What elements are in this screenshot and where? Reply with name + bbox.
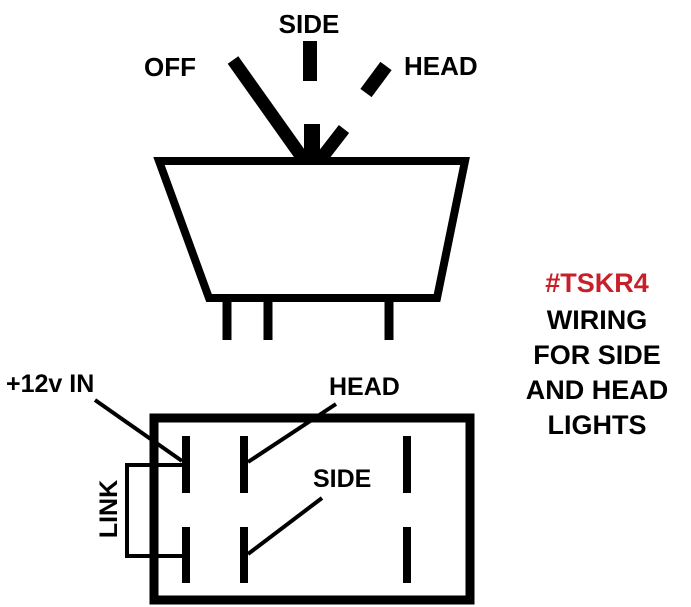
- lever-head-position: [314, 125, 350, 164]
- caption-line-3: AND HEAD: [526, 375, 669, 405]
- rocker-switch: OFF SIDE HEAD: [144, 9, 478, 340]
- label-link: LINK: [95, 480, 123, 538]
- label-input: +12v IN: [6, 370, 94, 398]
- wire-side: [246, 496, 324, 556]
- label-head-wire: HEAD: [329, 373, 400, 401]
- label-head-top: HEAD: [404, 51, 478, 81]
- terminal-wiring: +12v IN HEAD SIDE LINK: [6, 370, 475, 605]
- caption-line-4: LIGHTS: [548, 410, 647, 440]
- lever-side-mark: [303, 41, 317, 81]
- lever-head-mark: [360, 61, 392, 98]
- link-wire: [125, 463, 183, 558]
- label-off: OFF: [144, 52, 196, 82]
- terminal-housing: [149, 413, 475, 605]
- caption-line-1: WIRING: [547, 305, 648, 335]
- lever-off-position: [227, 56, 310, 164]
- switch-body: [153, 157, 470, 302]
- caption: #TSKR4 WIRING FOR SIDE AND HEAD LIGHTS: [526, 268, 669, 440]
- caption-tag: #TSKR4: [545, 268, 649, 298]
- label-side-top: SIDE: [279, 9, 340, 39]
- caption-line-2: FOR SIDE: [533, 340, 661, 370]
- wire-input: [93, 398, 184, 463]
- label-side-wire: SIDE: [313, 465, 371, 493]
- wire-head: [246, 402, 338, 464]
